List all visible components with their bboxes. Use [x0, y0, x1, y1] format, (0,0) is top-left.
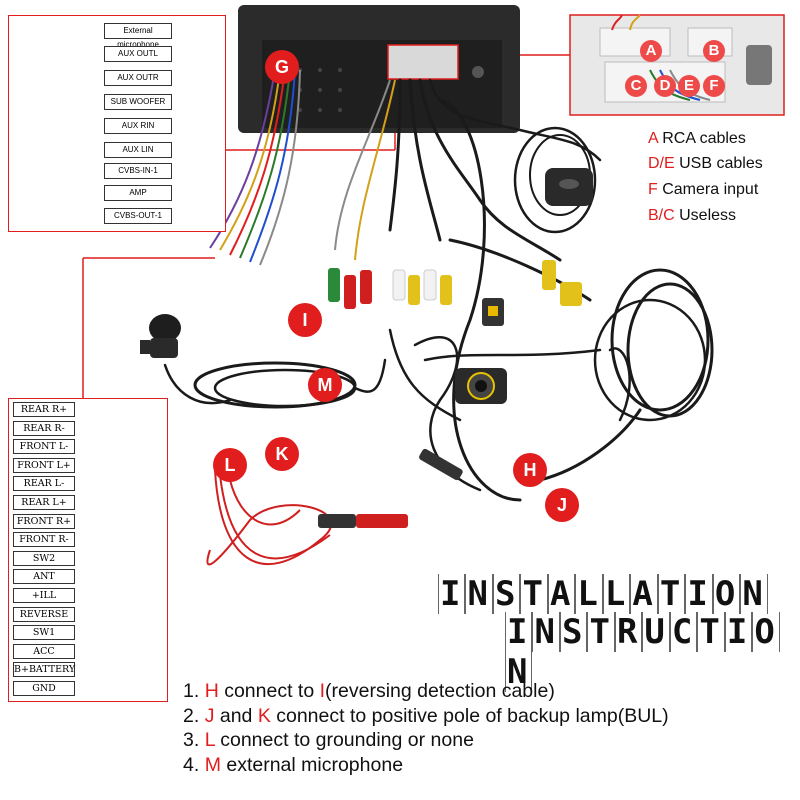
instruction-text: (reversing detection cable) — [325, 680, 555, 702]
legend-row: F Camera input — [648, 181, 758, 199]
wire-label: REVERSE — [13, 606, 75, 622]
marker-m: M — [308, 368, 342, 402]
wire-label: +ILL — [13, 588, 75, 603]
rca-label: AUX OUTL — [104, 46, 172, 62]
wire-label: FRONT R- — [13, 532, 75, 548]
rca-connectors — [328, 260, 582, 326]
legend-key: F — [648, 181, 663, 198]
instruction-text: H — [204, 680, 219, 702]
rca-label: CVBS-IN-1 — [104, 163, 172, 179]
rca-label: AMP — [104, 185, 172, 201]
instruction-text: L — [204, 729, 215, 751]
inset-letter-d: D — [654, 75, 676, 97]
wire-label: REAR L- — [13, 476, 75, 492]
head-unit — [238, 5, 520, 133]
black-cables — [163, 78, 714, 502]
instruction-item: 4. M external microphone — [183, 754, 403, 777]
instruction-item: 2. J and K connect to positive pole of b… — [183, 705, 669, 728]
external-microphone — [140, 314, 181, 358]
inset-letter-c: C — [625, 75, 647, 97]
wire-label: FRONT L+ — [13, 457, 75, 473]
legend-text: Useless — [679, 207, 737, 224]
legend-key: D/E — [648, 155, 680, 172]
legend-text: RCA cables — [662, 130, 746, 147]
wire-label: FRONT R+ — [13, 513, 75, 529]
instruction-item: 1. H connect to I(reversing detection ca… — [183, 680, 555, 703]
cable-splice — [318, 514, 408, 528]
rca-label: CVBS-OUT-1 — [104, 208, 172, 224]
instruction-text: I — [319, 680, 326, 702]
instruction-text: and — [214, 704, 258, 727]
wire-label: SW1 — [13, 625, 75, 641]
instruction-text: M — [204, 753, 221, 776]
legend-row: D/E USB cables — [648, 155, 763, 173]
red-power-cable — [206, 469, 332, 566]
rca-label: AUX OUTR — [104, 70, 172, 86]
gps-antenna — [545, 168, 593, 206]
wire-label: REAR R+ — [13, 402, 75, 417]
marker-j: J — [545, 488, 579, 522]
instruction-text: connect to positive pole of backup lamp(… — [270, 704, 669, 727]
inset-letter-e: E — [678, 75, 700, 97]
wire-label: B+BATTERY — [13, 662, 76, 678]
legend-text: Camera input — [662, 181, 759, 198]
legend-row: B/C Useless — [648, 207, 736, 225]
instruction-number: 2. — [183, 704, 205, 727]
instruction-number: 1. — [183, 680, 205, 702]
legend-text: USB cables — [679, 155, 763, 172]
instruction-number: 4. — [183, 753, 205, 776]
wire-label: GND — [13, 681, 75, 696]
marker-g: G — [265, 50, 299, 84]
marker-h: H — [513, 453, 547, 487]
rca-label: SUB WOOFER — [104, 94, 172, 110]
marker-l: L — [213, 448, 247, 482]
rca-label: AUX RIN — [104, 118, 172, 134]
connector-inset-photo — [569, 14, 785, 116]
inset-letter-b: B — [703, 40, 725, 62]
instruction-text: K — [257, 704, 271, 727]
wire-label: SW2 — [13, 550, 75, 566]
legend-row: A RCA cables — [648, 130, 746, 148]
rca-label: AUX LIN — [104, 142, 172, 158]
legend-key: B/C — [648, 207, 680, 224]
legend-key: A — [648, 130, 663, 147]
instruction-text: J — [204, 704, 215, 727]
instruction-text: connect to grounding or none — [214, 729, 474, 751]
instruction-text: connect to — [218, 680, 320, 702]
wire-label: REAR L+ — [13, 495, 75, 510]
instruction-number: 3. — [183, 729, 205, 751]
marker-i: I — [288, 303, 322, 337]
wire-label: FRONT L- — [13, 439, 75, 455]
wire-label: REAR R- — [13, 420, 75, 436]
inset-letter-f: F — [703, 75, 725, 97]
rear-camera — [455, 368, 507, 404]
wire-label: ANT — [13, 569, 75, 585]
instruction-item: 3. L connect to grounding or none — [183, 729, 474, 752]
black-splice — [419, 448, 463, 481]
inset-letter-a: A — [640, 40, 662, 62]
rca-label: External microphone — [104, 23, 172, 49]
wire-label: ACC — [13, 643, 75, 659]
marker-k: K — [265, 437, 299, 471]
instruction-text: external microphone — [220, 753, 404, 776]
